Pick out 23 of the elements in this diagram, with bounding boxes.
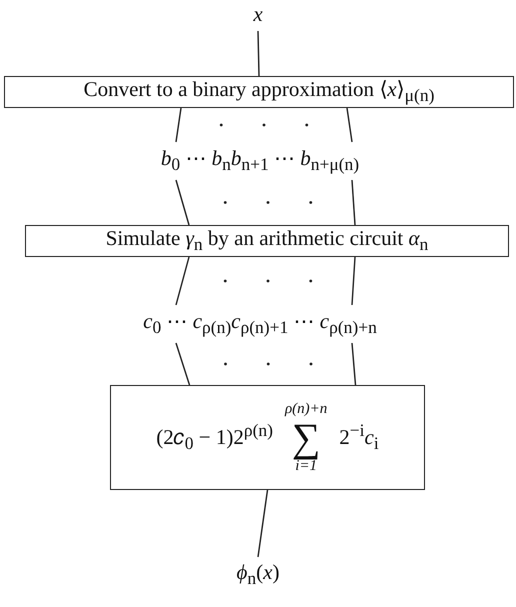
connector-line — [257, 490, 268, 558]
connector-line — [346, 108, 353, 142]
connector-line — [351, 180, 356, 226]
formula-text: b$_{0}$ ⋯ b$_{n}$b$_{n+1}$ ⋯ b$_{n+μ(n)}$ — [160, 147, 360, 175]
process-box — [25, 225, 509, 257]
connector-line — [175, 180, 190, 226]
formula-text: 2$^{−i}$c$_{i}$ — [339, 421, 379, 454]
connector-line — [175, 342, 190, 386]
formula-text: ϕ$_{n}$(x) — [236, 561, 280, 589]
box-text: Simulate γ$_{n}$ by an arithmetic circuit α$_{n}$ — [106, 227, 428, 255]
upper-limit: ρ(n)+n — [284, 400, 328, 418]
connector-line — [175, 256, 190, 306]
process-box — [110, 385, 425, 490]
formula-text: x — [253, 3, 263, 27]
process-box — [4, 76, 514, 108]
connector-line — [257, 30, 260, 76]
connector-line — [351, 342, 356, 386]
box-text: Convert to a binary approximation ⟨x⟩$_{μ(n)}$ — [84, 78, 434, 106]
summation-sign: ∑ — [292, 418, 320, 458]
connector-line — [175, 108, 182, 142]
connector-line — [351, 256, 356, 306]
formula-text: (2𝑐$_{0}$ − 1)2$^{ρ(n)}$ — [156, 421, 273, 454]
formula-text: c$_{0}$ ⋯ c$_{ρ(n)}$c$_{ρ(n)+1}$ ⋯ c$_{ρ(n)+n}$ — [143, 310, 377, 338]
